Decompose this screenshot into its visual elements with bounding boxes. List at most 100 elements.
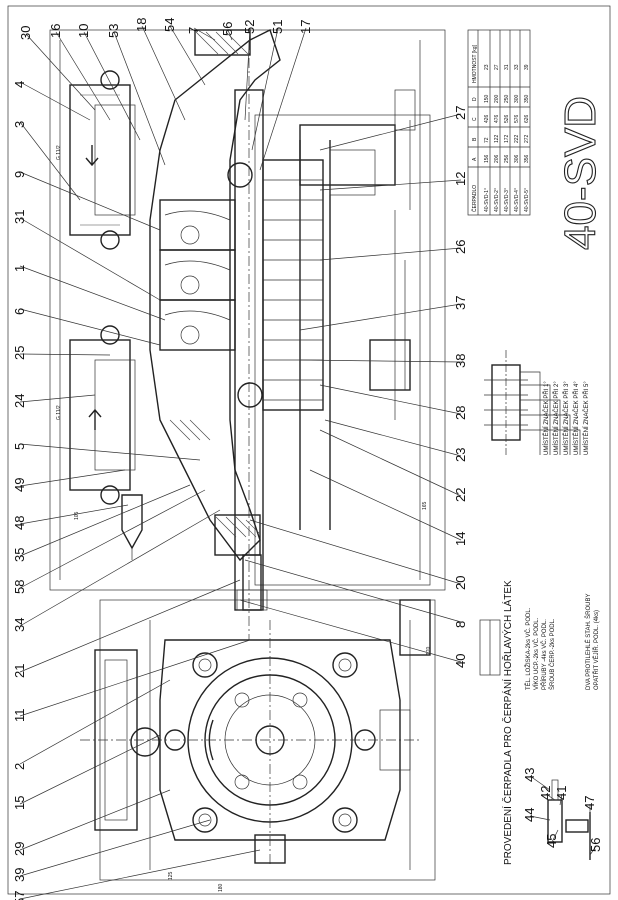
- callout-leader-top-9: [251, 27, 279, 151]
- callout-left-5: 5: [12, 443, 27, 450]
- callout-top-54: 54: [162, 18, 177, 32]
- callout-leader-detail-2: [545, 793, 556, 801]
- callout-leader-right-7: [319, 429, 462, 497]
- callout-left-49: 49: [12, 478, 27, 492]
- callout-leader-left-9: [19, 469, 126, 487]
- callout-top-52: 52: [242, 20, 257, 34]
- note-2: VÍKO UCP.-2ks VČ. PODL.: [533, 617, 540, 690]
- callout-right-26: 26: [453, 240, 468, 254]
- table-cell-r0-c0: 40-SVD-1°: [484, 188, 490, 212]
- table-cell-r4-c5: 39: [524, 64, 530, 70]
- callout-leader-detail-3: [559, 793, 563, 806]
- note-bottom-1: DVA PROTILEHLÉ STAH. ŠROUBY: [585, 594, 592, 690]
- callout-leader-bottom-2: [19, 789, 171, 851]
- callout-right-27: 27: [453, 106, 468, 120]
- callout-left-1: 1: [12, 265, 27, 272]
- table-cell-r0-c4: 150: [484, 94, 490, 103]
- sheet-border: [7, 5, 611, 895]
- callout-bottom-2: 2: [12, 763, 27, 770]
- table-header-3: C: [472, 117, 478, 121]
- callout-left-9: 9: [12, 171, 27, 178]
- callout-top-16: 16: [48, 24, 63, 38]
- callout-leader-left-7: [19, 394, 96, 403]
- callout-top-56: 56: [220, 22, 235, 36]
- table-header-1: A: [472, 157, 478, 161]
- callout-right-23: 23: [453, 448, 468, 462]
- table-cell-r0-c3: 426: [484, 114, 490, 123]
- callout-detail-42: 42: [538, 786, 553, 800]
- callout-right-40: 40: [453, 654, 468, 668]
- table-cell-r0-c2: 72: [484, 137, 490, 143]
- dim-label-4: 180: [218, 883, 224, 892]
- callout-leader-detail-4: [551, 829, 559, 843]
- table-cell-r1-c0: 40-SVD-2°: [494, 188, 500, 212]
- callout-left-3: 3: [12, 121, 27, 128]
- callout-left-11: 11: [12, 709, 27, 723]
- callout-leader-bottom-0: [19, 679, 171, 765]
- callout-leader-left-0: [19, 81, 91, 121]
- marker-label-5: UMÍSTĚNÍ ZNAČEK PŘI 5°: [582, 381, 590, 455]
- table-header-4: D: [472, 97, 478, 101]
- rotor-core: [262, 159, 324, 411]
- callout-right-22: 22: [453, 488, 468, 502]
- table-cell-r3-c4: 300: [514, 94, 520, 103]
- callout-leader-left-13: [19, 509, 221, 627]
- dimension-lines: [59, 40, 421, 580]
- discharge-flange: [69, 325, 136, 505]
- callout-right-38: 38: [453, 354, 468, 368]
- dim-label-2: 170: [426, 646, 432, 655]
- callout-bottom-39: 39: [12, 868, 27, 882]
- callout-leader-left-12: [19, 489, 206, 589]
- callout-top-18: 18: [134, 18, 149, 32]
- table-cell-r4-c2: 272: [524, 134, 530, 143]
- callout-leader-right-0: [319, 113, 462, 151]
- callout-leader-top-5: [169, 25, 206, 86]
- table-cell-r0-c1: 156: [484, 154, 490, 163]
- callout-left-24: 24: [12, 394, 27, 408]
- callout-leader-left-6: [19, 353, 111, 356]
- callout-detail-41: 41: [554, 786, 569, 800]
- callout-leader-left-11: [19, 484, 191, 557]
- callout-detail-43: 43: [522, 768, 537, 782]
- table-header-0: ČERPADLO: [471, 185, 478, 212]
- callout-leader-right-1: [319, 179, 462, 191]
- callout-leader-top-0: [25, 33, 96, 111]
- callout-leader-bottom-4: [19, 849, 261, 900]
- pump-end-view: [80, 599, 436, 881]
- note-3: PŘÍRUBY -4ks VČ. PODL.: [540, 619, 548, 690]
- callout-bottom-29: 29: [12, 842, 27, 856]
- callout-detail-56: 56: [588, 838, 603, 852]
- callout-leader-left-10: [19, 504, 129, 525]
- table-cell-r3-c5: 33: [514, 64, 520, 70]
- callout-leader-right-4: [299, 359, 462, 363]
- callout-bottom-15: 15: [12, 796, 27, 810]
- callout-leader-left-4: [19, 265, 166, 321]
- callout-leader-top-2: [83, 31, 141, 141]
- callout-left-35: 35: [12, 548, 27, 562]
- callout-right-20: 20: [453, 576, 468, 590]
- callout-leader-top-8: [244, 27, 251, 121]
- callout-left-31: 31: [12, 210, 27, 224]
- callout-leader-left-14: [19, 579, 241, 673]
- callout-top-7: 7: [186, 27, 201, 34]
- marker-label-4: UMÍSTĚNÍ ZNAČEK PŘI 4°: [572, 381, 580, 455]
- callout-leader-detail-0: [529, 775, 551, 791]
- callout-leader-top-3: [113, 31, 166, 166]
- callout-leader-right-5: [319, 384, 462, 415]
- callout-leader-detail-1: [529, 815, 551, 821]
- table-cell-r1-c3: 476: [494, 114, 500, 123]
- callout-leader-top-10: [259, 27, 307, 171]
- callout-leader-right-2: [319, 247, 462, 261]
- marker-detail: [484, 350, 581, 455]
- table-cell-r0-c5: 23: [484, 64, 490, 70]
- callout-detail-45: 45: [544, 834, 559, 848]
- callout-left-21: 21: [12, 664, 27, 678]
- flange-label-suction: G 11/2: [56, 145, 62, 160]
- table-cell-r2-c0: 40-SVD-3°: [504, 188, 510, 212]
- callout-leader-detail-6: [589, 845, 597, 856]
- callout-leader-bottom-1: [19, 734, 161, 805]
- callout-leader-top-6: [193, 27, 216, 41]
- section-hatching: [169, 31, 260, 538]
